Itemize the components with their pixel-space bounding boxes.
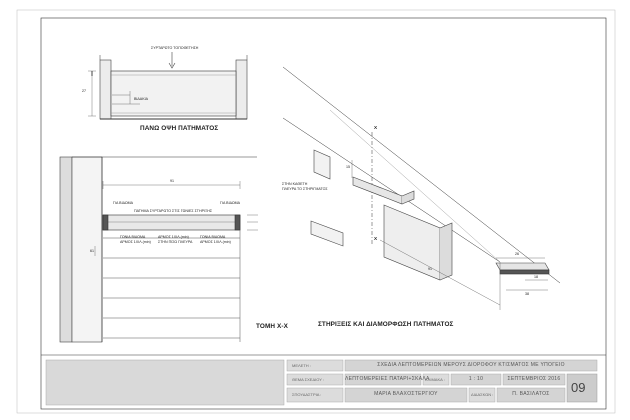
section-dim-side: 61 xyxy=(90,249,94,253)
author-value: ΜΑΡΙΑ ΒΛΑΧΟΣΤΕΡΓΙΟΥ xyxy=(374,391,438,397)
section-view xyxy=(59,156,258,343)
section-tread-note: ΠΑΤΗΜΑ ΣΥΡΤΑΡΩΤΟ ΣΤΙΣ ΓΩΝΙΕΣ ΣΤΗΡΙΞΗΣ xyxy=(134,209,213,213)
section-note-b2: ΣΤΗΝ ΠΙΣΩ ΠΛΕΥΡΑ xyxy=(158,240,193,244)
sheet-number: 09 xyxy=(571,380,586,395)
plan-view xyxy=(88,52,248,120)
teacher-value: Π. ΒΑΣΙΛΑΤΟΣ xyxy=(512,391,550,397)
teacher-label: ΔΙΔΑΣΚΩΝ : xyxy=(471,392,494,397)
section-title: ΤΟΜΗ Χ-Χ xyxy=(256,323,288,330)
study-value: ΣΧΕΔΙΑ ΛΕΠΤΟΜΕΡΕΙΩΝ ΜΕΡΟΥΣ ΔΙΟΡΟΦΟΥ ΚΤΙΣ… xyxy=(377,362,565,368)
iso-view xyxy=(282,66,561,310)
section-note-a2: ΑΡΜΟΣ 1ΧΙΛ.(min) xyxy=(120,240,151,244)
section-note-a1: ΓΩΝΙΑ ΒΙΔΩΜΑ xyxy=(120,235,146,239)
iso-dim-e: 38 xyxy=(525,292,529,296)
plan-bolt-note: ΒΙΔΑΚΙΑ xyxy=(134,97,148,101)
plan-dim-left: 27 xyxy=(82,89,86,93)
title-block-frame xyxy=(45,359,598,406)
iso-x-marker-top: X xyxy=(374,125,378,130)
iso-x-marker-bottom: X xyxy=(374,236,378,241)
outer-border xyxy=(16,9,616,414)
scale-value: 1 : 10 xyxy=(468,376,484,382)
section-note-c1: ΓΩΝΙΑ ΒΙΔΩΜΑ xyxy=(200,235,226,239)
study-label: ΜΕΛΕΤΗ : xyxy=(292,363,311,368)
section-left-note: ΓΙΑ ΒΙΔΩΜΑ xyxy=(113,201,134,205)
section-right-note: ΓΙΑ ΒΙΔΩΜΑ xyxy=(220,201,241,205)
inner-border xyxy=(40,17,607,410)
subject-value: ΛΕΠΤΟΜΕΡΕΙΕΣ ΠΑΤΑΡΙ+ΣΚΑΛΑ xyxy=(345,376,430,382)
iso-dim-c: 18 xyxy=(534,275,538,279)
iso-support-note-1: ΣΤΗΝ ΚΑΘΕΤΗ xyxy=(282,182,308,186)
iso-title: ΣΤΗΡΙΞΕΙΣ ΚΑΙ ΔΙΑΜΟΡΦΩΣΗ ΠΑΤΗΜΑΤΟΣ xyxy=(318,321,454,328)
author-label: ΣΠΟΥΔΑΣΤΡΙΑ : xyxy=(292,392,322,397)
iso-dim-b: 26 xyxy=(515,252,519,256)
plan-title: ΠΑΝΩ ΟΨΗ ΠΑΤΗΜΑΤΟΣ xyxy=(140,125,219,132)
section-note-c2: ΑΡΜΟΣ 1ΧΙΛ.(min) xyxy=(200,240,231,244)
section-dim-top: 91 xyxy=(170,179,174,183)
subject-label: ΘΕΜΑ ΣΧΕΔΙΟΥ : xyxy=(292,377,325,382)
scale-label: ΚΛΙΜΑΚΑ : xyxy=(425,377,445,382)
iso-dim-d: 91 xyxy=(428,267,432,271)
plan-arrow-label: ΣΥΡΤΑΡΩΤΟ ΤΟΠΟΘΕΤΗΣΗ xyxy=(151,46,199,50)
date-value: ΣΕΠΤΕΜΒΡΙΟΣ 2016 xyxy=(507,376,561,382)
iso-dim-a: 15 xyxy=(346,165,350,169)
iso-support-note-2: ΠΛΕΥΡΑ ΤΟ ΣΤΗΡΙΓΜΑΤΟΣ xyxy=(282,187,328,191)
section-note-b1: ΑΡΜΟΣ 1ΧΙΛ.(min) xyxy=(158,235,189,239)
